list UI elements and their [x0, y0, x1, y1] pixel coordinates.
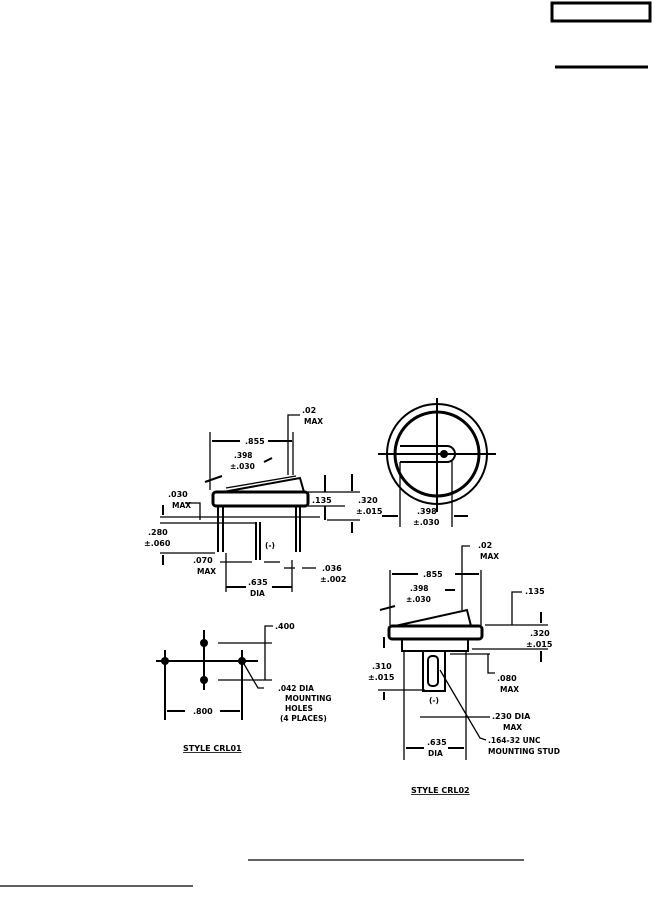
dimension-label: .398 — [410, 584, 429, 593]
dimension-label: MAX — [304, 417, 323, 426]
dimension-label: .310 — [372, 662, 392, 671]
dimension-label: .135 — [525, 587, 545, 596]
dimension-label: .320 — [358, 496, 378, 505]
dimension-label: MAX — [480, 552, 499, 561]
style-crl01-label: STYLE CRL01 — [183, 744, 242, 753]
dimension-label: .855 — [423, 570, 443, 579]
dimension-label: .398 — [417, 507, 437, 516]
dimension-label: .070 — [193, 556, 213, 565]
dimension-label: (4 PLACES) — [280, 714, 327, 723]
dimension-label: (-) — [429, 696, 439, 705]
dimension-label: .164-32 UNC — [488, 736, 541, 745]
dimension-label: .080 — [497, 674, 517, 683]
dimension-label: .635 — [248, 578, 268, 587]
crl01-mounting-pattern: .400 .800 .042 DIA MOUNTING HOLES (4 PLA… — [156, 622, 332, 753]
dimension-label: .135 — [312, 496, 332, 505]
dimension-label: ±.030 — [413, 518, 440, 527]
dimension-label: MAX — [172, 501, 191, 510]
dimension-label: ±.015 — [368, 673, 395, 682]
dimension-label: MAX — [197, 567, 216, 576]
dimension-label: .635 — [427, 738, 447, 747]
dimension-label: (-) — [265, 541, 275, 550]
dimension-label: MAX — [503, 723, 522, 732]
page-number-box — [550, 1, 652, 23]
dimension-label: MAX — [500, 685, 519, 694]
crl02-side-view: .02 MAX .855 .398 ±.030 .135 .320 ±.015 … — [368, 541, 560, 795]
dimension-label: .036 — [322, 564, 342, 573]
dimension-label: .02 — [302, 406, 316, 415]
dimension-label: ±.002 — [320, 575, 346, 584]
dimension-label: HOLES — [285, 704, 313, 713]
style-crl02-label: STYLE CRL02 — [411, 786, 470, 795]
dimension-label: ±.030 — [406, 595, 431, 604]
dimension-label: DIA — [250, 589, 265, 598]
dimension-label: .800 — [193, 707, 213, 716]
dimension-label: .855 — [245, 437, 265, 446]
dimension-label: ±.060 — [144, 539, 171, 548]
dimension-label: MOUNTING STUD — [488, 747, 560, 756]
dimension-label: .230 DIA — [492, 712, 531, 721]
dimension-label: .042 DIA — [278, 684, 314, 693]
crl01-side-view: .02 MAX .855 .398 ±.030 .030 MAX .135 .3… — [144, 406, 383, 598]
dimension-label: .320 — [530, 629, 550, 638]
dimension-label: .030 — [168, 490, 188, 499]
dimension-label: MOUNTING — [285, 694, 332, 703]
dimension-label: ±.015 — [526, 640, 553, 649]
dimension-label: DIA — [428, 749, 443, 758]
top-view: .398 ±.030 — [378, 398, 496, 527]
dimension-label: .280 — [148, 528, 168, 537]
dimension-label: ±.015 — [356, 507, 383, 516]
dimension-label: .398 — [234, 451, 253, 460]
dimension-label: .02 — [478, 541, 492, 550]
dimension-label: ±.030 — [230, 462, 255, 471]
dimension-label: .400 — [275, 622, 295, 631]
